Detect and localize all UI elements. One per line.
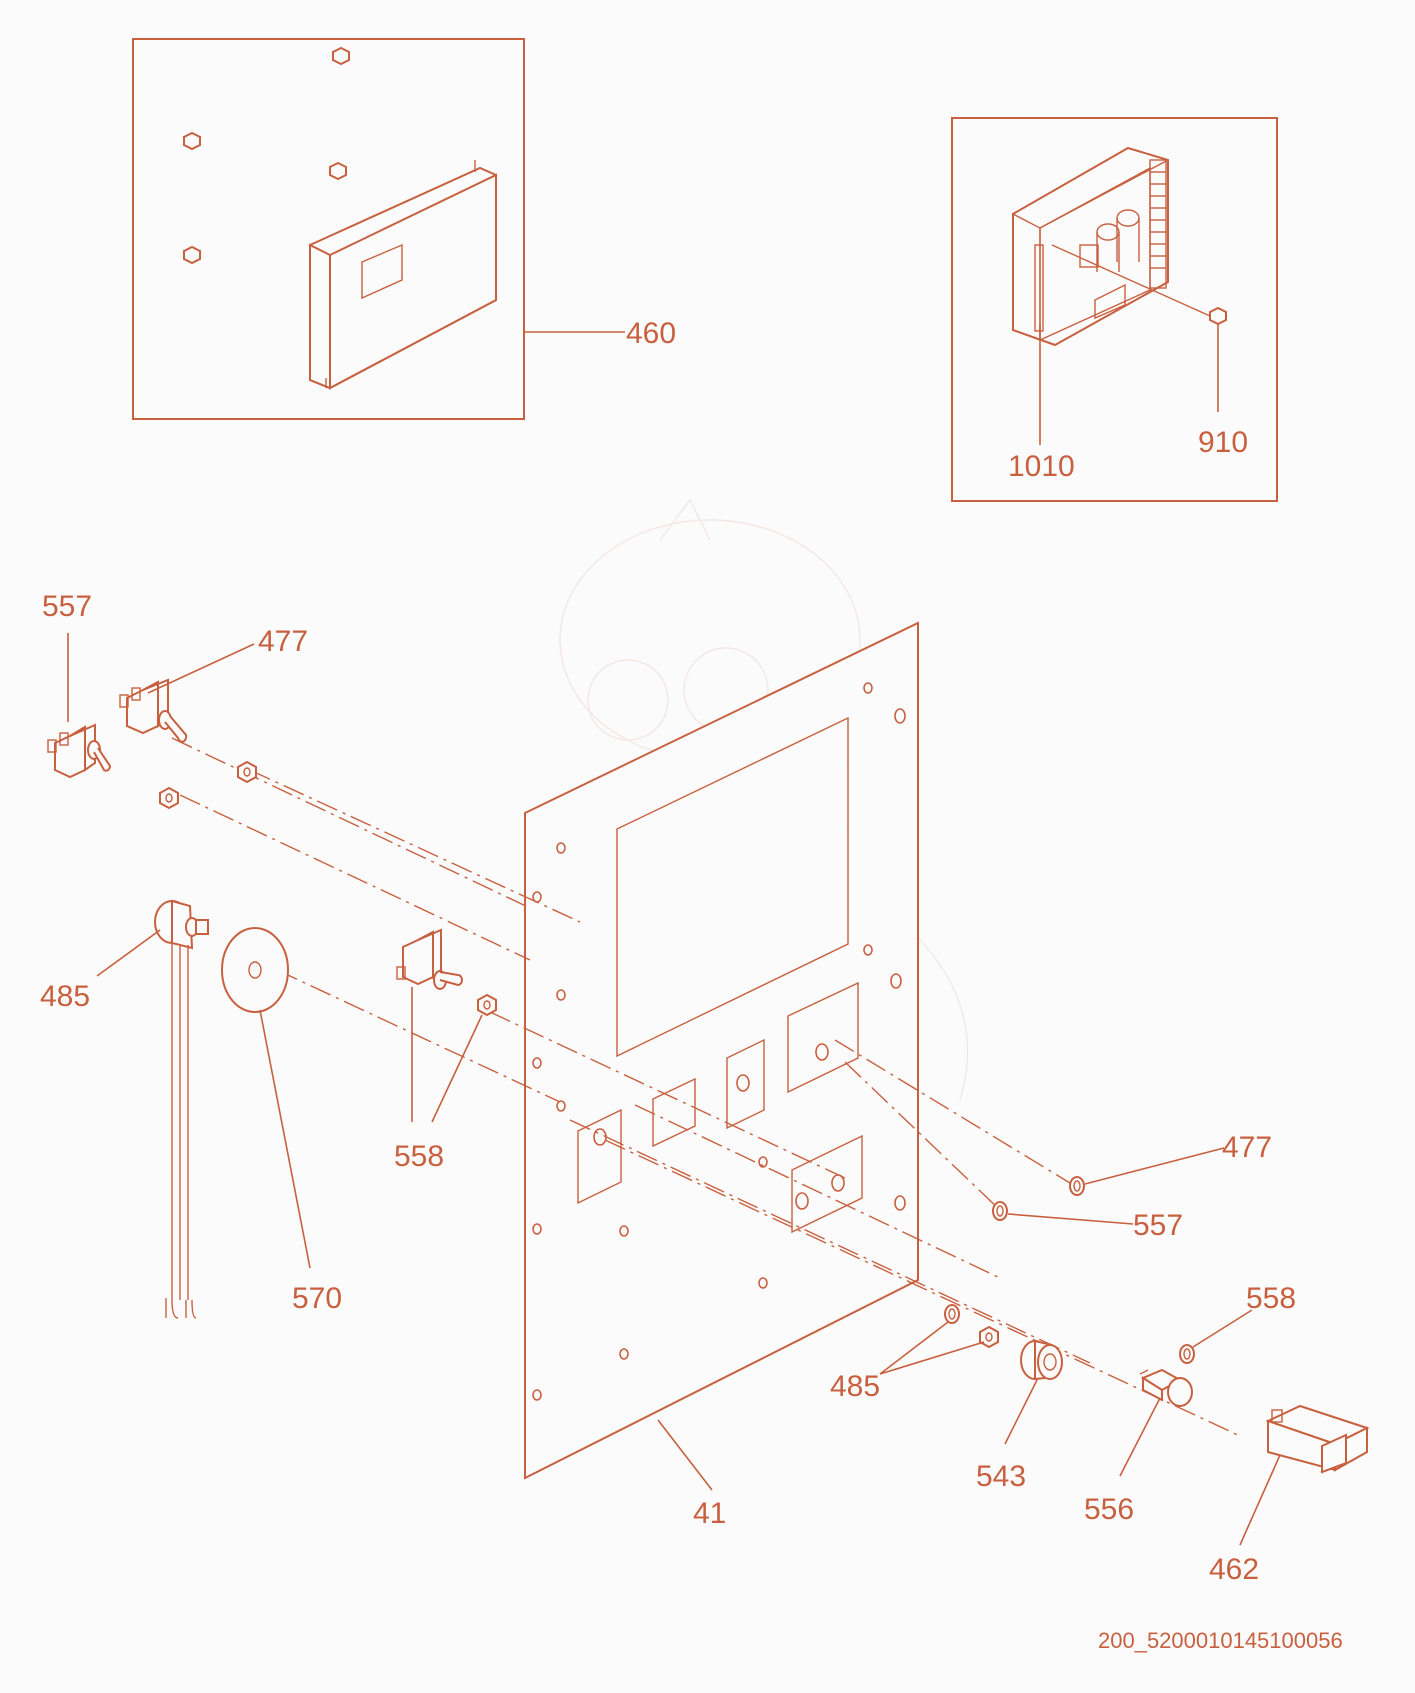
nut-558 [477, 993, 497, 1017]
callout-558-mid: 558 [394, 1140, 444, 1173]
callout-570: 570 [292, 1282, 342, 1315]
callout-557-right: 557 [1133, 1209, 1183, 1242]
cutout-switch [726, 1038, 765, 1130]
ring-557 [992, 1201, 1008, 1221]
callout-543: 543 [976, 1460, 1026, 1493]
controller-display-unit [309, 160, 497, 390]
indicator-lamp-556 [1139, 1368, 1193, 1407]
callout-556: 556 [1084, 1493, 1134, 1526]
nut-485 [979, 1325, 999, 1349]
nut-910 [1209, 306, 1227, 326]
assembly-axis-lines [171, 737, 1241, 1437]
dial-plate-570 [221, 927, 289, 1013]
cutout-upper-right [787, 981, 859, 1094]
cutout-lower-right [791, 1134, 863, 1234]
cutout-potentiometer [577, 1108, 622, 1205]
potentiometer-485 [154, 899, 209, 1319]
callout-557-left: 557 [42, 590, 92, 623]
callout-477-right: 477 [1222, 1131, 1272, 1164]
nut-557 [159, 786, 179, 810]
toggle-switch-477 [119, 678, 188, 743]
callout-558-right: 558 [1246, 1282, 1296, 1315]
callout-462: 462 [1209, 1553, 1259, 1586]
callout-485-left: 485 [40, 980, 90, 1013]
terminal-strip [1149, 159, 1167, 289]
mounting-nut [183, 131, 201, 151]
callout-477-left: 477 [258, 625, 308, 658]
voltage-regulator-board [1012, 146, 1169, 347]
control-panel-plate: 41 [524, 621, 919, 1530]
mounting-nut [183, 245, 201, 265]
cutout-rectangular [652, 1077, 696, 1148]
fuse-holder-462 [1265, 1404, 1370, 1474]
ring-558 [1179, 1344, 1195, 1364]
drawing-reference-code: 200_5200010145100056 [1098, 1628, 1343, 1653]
callout-41: 41 [693, 1497, 726, 1530]
nut-477 [237, 760, 257, 784]
washer-485 [944, 1304, 960, 1324]
toggle-switch-558 [396, 928, 463, 990]
mounting-nut [329, 161, 347, 181]
detail-box-1010: 910 1010 [951, 117, 1278, 502]
knob-543 [1020, 1339, 1063, 1381]
detail-box-460: 460 [132, 38, 676, 420]
callout-485-right: 485 [830, 1370, 880, 1403]
toggle-switch-557 [47, 723, 112, 779]
mounting-nut [332, 46, 350, 66]
callout-910: 910 [1198, 426, 1248, 459]
callout-1010: 1010 [1008, 450, 1075, 483]
callout-460: 460 [626, 317, 676, 350]
ring-477 [1069, 1176, 1085, 1196]
